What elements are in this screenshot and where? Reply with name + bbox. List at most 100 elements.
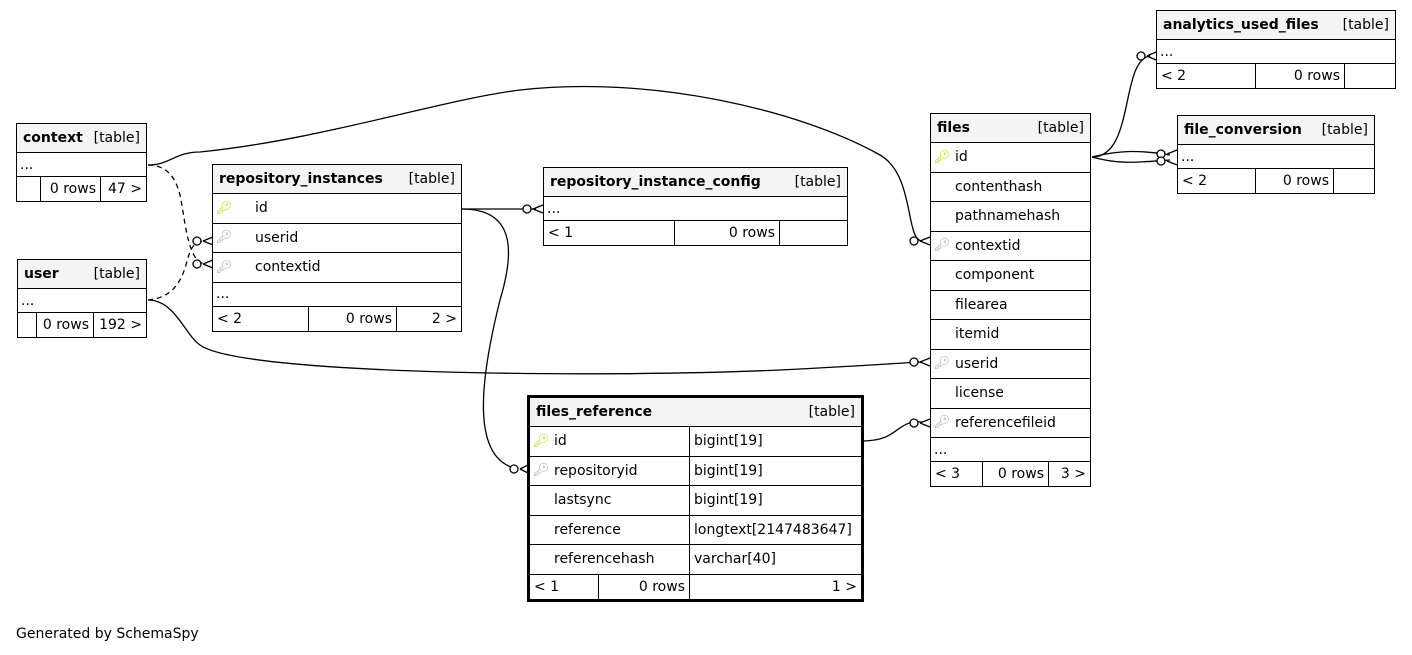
row-count: 0 rows <box>1256 169 1334 193</box>
ellipsis-row: ... <box>213 283 461 307</box>
table-type: [table] <box>93 130 140 146</box>
table-name: files_reference <box>536 404 653 420</box>
children-count[interactable] <box>780 221 847 245</box>
table-name: context <box>23 130 83 146</box>
row-count: 0 rows <box>1256 64 1345 88</box>
parents-count[interactable]: < 1 <box>544 221 675 245</box>
column-row-contextid[interactable]: 🔑︎ contextid <box>213 253 461 283</box>
crow-foot <box>919 418 931 428</box>
crow-foot <box>1166 149 1178 166</box>
column-row-license[interactable]: license <box>931 379 1090 409</box>
children-count[interactable] <box>1345 64 1395 88</box>
column-row-userid[interactable]: 🔑︎ userid <box>213 224 461 253</box>
column-row-userid[interactable]: 🔑︎ userid <box>931 350 1090 379</box>
foreign-key-icon: 🔑︎ <box>933 356 951 372</box>
table-name: repository_instance_config <box>550 174 761 190</box>
foreign-key-icon: 🔑︎ <box>215 230 233 246</box>
crow-foot <box>202 259 214 269</box>
column-row-id[interactable]: 🔑︎ id <box>931 143 1090 173</box>
generated-by-label: Generated by SchemaSpy <box>16 626 199 642</box>
table-header: context [table] <box>17 124 146 153</box>
table-analytics-used-files[interactable]: analytics_used_files [table] ... < 2 0 r… <box>1156 10 1396 89</box>
column-row-referencehash[interactable]: referencehash varchar[40] <box>530 545 861 575</box>
table-type: [table] <box>1342 17 1389 33</box>
ellipsis-row: ... <box>931 438 1090 462</box>
parents-count[interactable]: < 2 <box>1178 169 1256 193</box>
children-count[interactable]: 47 > <box>108 181 142 197</box>
column-name: filearea <box>955 296 1008 313</box>
table-header: files [table] <box>931 114 1090 143</box>
parents-count[interactable]: < 2 <box>213 306 309 331</box>
edge-context-files <box>147 85 923 242</box>
table-footer: < 3 0 rows 3 > <box>931 462 1090 486</box>
column-row-lastsync[interactable]: lastsync bigint[19] <box>530 486 861 516</box>
column-row-repositoryid[interactable]: 🔑︎ repositoryid bigint[19] <box>530 456 861 486</box>
children-count[interactable]: 3 > <box>1060 466 1086 482</box>
column-name: id <box>955 149 968 166</box>
column-name: contextid <box>255 259 321 276</box>
table-repository-instance-config[interactable]: repository_instance_config [table] ... <… <box>543 167 848 246</box>
parents-count[interactable] <box>17 177 41 201</box>
column-name: userid <box>255 229 299 246</box>
row-count: 0 rows <box>983 462 1049 486</box>
column-name: referencehash <box>554 551 655 568</box>
table-type: [table] <box>93 266 140 282</box>
column-row-component[interactable]: component <box>931 261 1090 291</box>
table-user[interactable]: user [table] ... 0 rows 192 > <box>17 259 147 338</box>
table-header: analytics_used_files [table] <box>1157 11 1395 40</box>
crow-foot <box>919 236 931 246</box>
column-row-contextid[interactable]: 🔑︎ contextid <box>931 232 1090 261</box>
table-files-reference[interactable]: files_reference [table] 🔑︎ id bigint[19]… <box>527 395 864 602</box>
parents-count[interactable]: < 1 <box>530 574 599 599</box>
table-context[interactable]: context [table] ... 0 rows 47 > <box>16 123 147 202</box>
column-name: pathnamehash <box>955 208 1061 225</box>
children-count[interactable] <box>1334 169 1374 193</box>
row-count: 0 rows <box>599 574 690 599</box>
children-count[interactable]: 1 > <box>831 578 857 595</box>
table-footer: 0 rows 192 > <box>18 313 146 337</box>
end-circle <box>192 259 202 269</box>
children-count[interactable]: 2 > <box>431 310 457 327</box>
column-name: referencefileid <box>955 414 1056 431</box>
column-row-filearea[interactable]: filearea <box>931 291 1090 320</box>
column-row-pathnamehash[interactable]: pathnamehash <box>931 202 1090 232</box>
column-row-itemid[interactable]: itemid <box>931 320 1090 350</box>
column-row-contenthash[interactable]: contenthash <box>931 173 1090 202</box>
table-repository-instances[interactable]: repository_instances [table] 🔑︎ id 🔑︎ us… <box>212 164 462 332</box>
parents-count[interactable] <box>18 313 37 337</box>
column-name: lastsync <box>554 492 612 509</box>
foreign-key-icon: 🔑︎ <box>532 463 550 479</box>
table-header: user [table] <box>18 260 146 289</box>
column-name: repositoryid <box>554 462 638 479</box>
foreign-key-icon: 🔑︎ <box>933 238 951 254</box>
ellipsis-row: ... <box>544 197 847 221</box>
table-files[interactable]: files [table] 🔑︎ id contenthash pathname… <box>930 113 1091 487</box>
column-row-id[interactable]: 🔑︎ id <box>213 194 461 224</box>
column-name: contextid <box>955 237 1021 254</box>
column-name: userid <box>955 355 999 372</box>
column-type: bigint[19] <box>689 456 763 485</box>
table-name: files <box>937 120 971 136</box>
row-count: 0 rows <box>41 177 101 201</box>
table-header: repository_instances [table] <box>213 165 461 194</box>
table-file-conversion[interactable]: file_conversion [table] ... < 2 0 rows <box>1177 115 1375 194</box>
edge-repo-files-reference <box>461 208 519 470</box>
column-type: longtext[2147483647] <box>689 515 852 544</box>
foreign-key-icon: 🔑︎ <box>215 259 233 275</box>
column-row-id[interactable]: 🔑︎ id bigint[19] <box>530 427 861 457</box>
column-row-reference[interactable]: reference longtext[2147483647] <box>530 515 861 545</box>
end-circle <box>1136 51 1146 61</box>
table-footer: < 2 0 rows <box>1157 64 1395 88</box>
table-name: file_conversion <box>1184 122 1302 138</box>
crow-foot <box>519 464 529 474</box>
edge-context-repository-instances <box>147 164 206 265</box>
ellipsis-row: ... <box>1178 145 1374 169</box>
children-count[interactable]: 192 > <box>99 317 142 333</box>
parents-count[interactable]: < 2 <box>1157 64 1256 88</box>
parents-count[interactable]: < 3 <box>931 462 983 486</box>
table-footer: < 1 0 rows 1 > <box>530 574 861 599</box>
column-row-referencefileid[interactable]: 🔑︎ referencefileid <box>931 409 1090 438</box>
column-type: bigint[19] <box>689 486 763 515</box>
edge-user-repository-instances <box>147 240 206 301</box>
